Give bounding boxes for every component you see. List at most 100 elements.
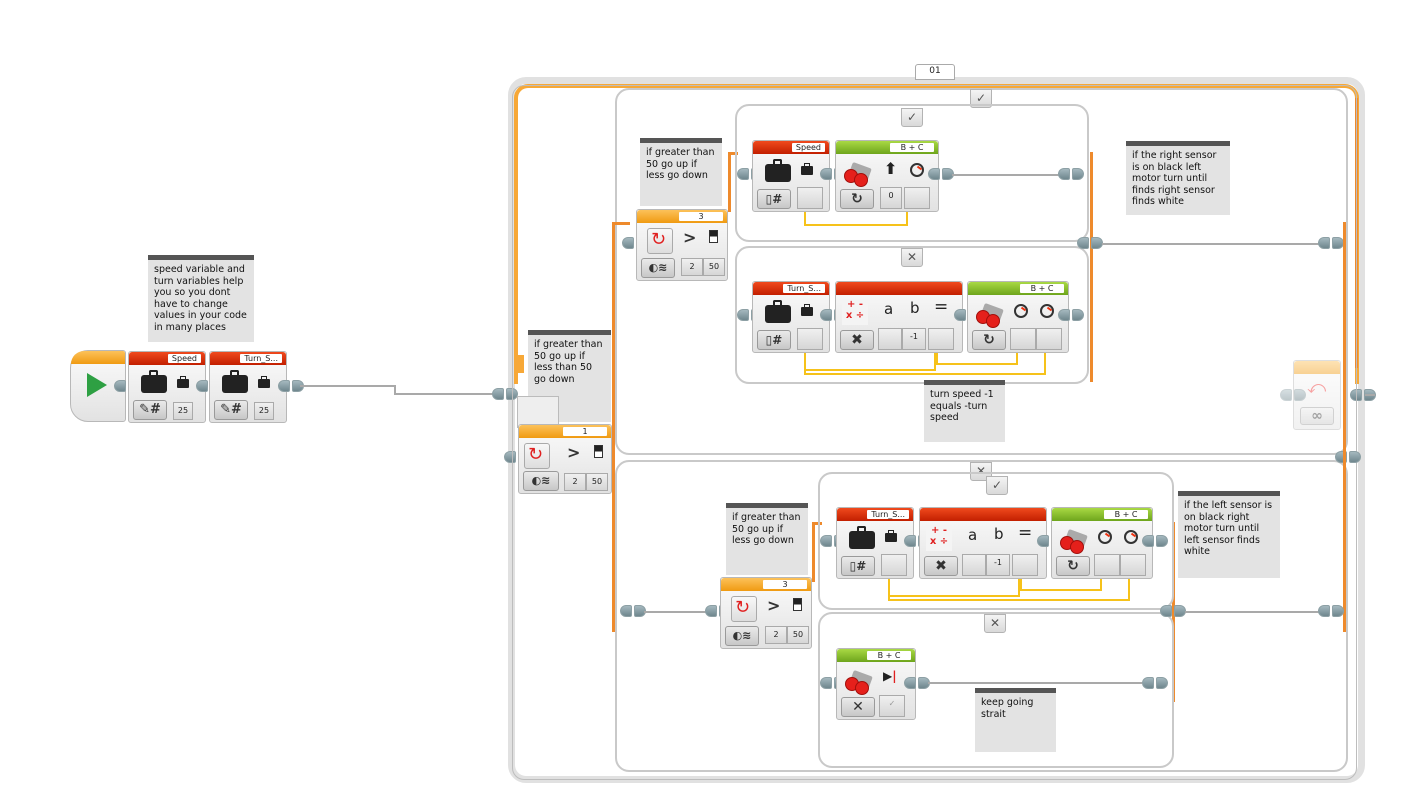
right-power-input[interactable] — [1120, 554, 1146, 576]
variable-block-speed[interactable]: Speed ✎# 25 — [128, 351, 206, 423]
case-plug[interactable] — [1160, 605, 1186, 617]
math-block[interactable]: + - x ÷ a b = ✖ -1 — [835, 281, 963, 353]
ports-selector[interactable]: B + C — [890, 143, 934, 152]
mode-selector-off[interactable]: ✕ — [841, 697, 875, 717]
ports-selector[interactable]: B + C — [1020, 284, 1064, 293]
comment-left-sensor[interactable]: if the left sensor is on black right mot… — [1178, 491, 1280, 578]
loop-mode-infinite[interactable]: ∞ — [1300, 407, 1334, 425]
variable-name[interactable]: Turn_S... — [867, 510, 909, 519]
case-tab-true[interactable]: ✓ — [986, 476, 1008, 495]
comment-turn-speed[interactable]: turn speed -1 equals -turn speed — [924, 380, 1005, 442]
comment-right-sensor[interactable]: if the right sensor is on black left mot… — [1126, 141, 1230, 215]
math-mode-multiply[interactable]: ✖ — [924, 556, 958, 576]
case-exit-plug[interactable] — [1318, 605, 1344, 617]
mode-selector[interactable]: ↻ — [840, 189, 874, 209]
math-mode-multiply[interactable]: ✖ — [840, 330, 874, 350]
left-power-input[interactable] — [1010, 328, 1036, 350]
math-block[interactable]: + - x ÷ a b = ✖ -1 — [919, 507, 1047, 579]
ports-selector[interactable]: B + C — [1104, 510, 1148, 519]
steering-value[interactable]: 0 — [880, 187, 902, 209]
mode-selector[interactable]: ▯# — [841, 556, 875, 576]
right-power-input[interactable] — [1036, 328, 1062, 350]
compare-type[interactable]: 2 — [564, 473, 586, 491]
value-input[interactable]: 25 — [173, 402, 193, 420]
mode-selector[interactable]: ◐≋ — [725, 626, 759, 646]
comment-variables[interactable]: speed variable and turn variables help y… — [148, 255, 254, 342]
play-icon[interactable] — [87, 373, 107, 397]
mode-selector[interactable]: ◐≋ — [523, 471, 559, 491]
port-selector[interactable]: 3 — [679, 212, 723, 221]
power-input[interactable] — [904, 187, 930, 209]
value-output[interactable] — [881, 554, 907, 576]
value-input[interactable]: 25 — [254, 402, 274, 420]
threshold-icon — [709, 230, 718, 243]
threshold-value[interactable]: 50 — [703, 258, 725, 276]
case-tab-false[interactable]: ✕ — [901, 248, 923, 267]
switch-block-lower[interactable]: 3 ↻ > ◐≋ 2 50 — [720, 577, 812, 649]
switch-block-outer[interactable]: 1 ↻ > ◐≋ 2 50 — [518, 424, 612, 494]
mode-selector[interactable]: ◐≋ — [641, 258, 675, 278]
loop-name-tab[interactable]: 01 — [915, 64, 955, 80]
value-output[interactable] — [797, 187, 823, 209]
brake-input[interactable]: ✓ — [879, 695, 905, 717]
mode-selector[interactable]: ✎# — [214, 400, 248, 420]
outer-switch-frame — [512, 85, 1357, 780]
input-b[interactable]: -1 — [986, 554, 1010, 576]
mode-selector[interactable]: ▯# — [757, 330, 791, 350]
switch-plug[interactable] — [492, 388, 518, 400]
variable-name[interactable]: Turn_S... — [240, 354, 282, 363]
threshold-value[interactable]: 50 — [787, 626, 809, 644]
steering-block-off[interactable]: B + C ▶| ✕ ✓ — [836, 648, 916, 720]
variable-block-turn-read[interactable]: Turn_S... ▯# — [752, 281, 830, 353]
left-power-input[interactable] — [1094, 554, 1120, 576]
ports-selector[interactable]: B + C — [867, 651, 911, 660]
variable-block-turn-read[interactable]: Turn_S... ▯# — [836, 507, 914, 579]
case-tab-false[interactable]: ✕ — [984, 614, 1006, 633]
mode-selector[interactable]: ↻ — [972, 330, 1006, 350]
variable-name[interactable]: Speed — [791, 143, 825, 152]
case-plug[interactable] — [1335, 451, 1361, 463]
variable-block-speed-read[interactable]: Speed ▯# — [752, 140, 830, 212]
variable-name[interactable]: Speed — [167, 354, 201, 363]
case-plug[interactable] — [1077, 237, 1103, 249]
sequence-plug[interactable] — [1058, 309, 1084, 321]
case-tab-true[interactable]: ✓ — [901, 108, 923, 127]
left-power-gauge-icon — [1014, 304, 1028, 318]
result-output[interactable] — [928, 328, 954, 350]
compare-type[interactable]: 2 — [681, 258, 703, 276]
tank-block[interactable]: B + C ↻ — [967, 281, 1069, 353]
input-a[interactable] — [878, 328, 902, 350]
briefcase-small-icon — [258, 376, 270, 388]
loop-plug[interactable] — [1280, 389, 1306, 401]
compare-type[interactable]: 2 — [765, 626, 787, 644]
tank-block[interactable]: B + C ↻ — [1051, 507, 1153, 579]
result-output[interactable] — [1012, 554, 1038, 576]
sequence-plug[interactable] — [928, 168, 954, 180]
variable-block-turn[interactable]: Turn_S... ✎# 25 — [209, 351, 287, 423]
case-plug[interactable] — [620, 605, 646, 617]
threshold-value[interactable]: 50 — [586, 473, 608, 491]
case-tab-true[interactable]: ✓ — [970, 89, 992, 108]
port-selector[interactable]: 1 — [563, 427, 607, 436]
input-b[interactable]: -1 — [902, 328, 926, 350]
comment-lower-switch[interactable]: if greater than 50 go up if less go down — [726, 503, 808, 575]
input-a[interactable] — [962, 554, 986, 576]
comment-keep-going[interactable]: keep going strait — [975, 688, 1056, 752]
value-output[interactable] — [797, 328, 823, 350]
mode-selector[interactable]: ↻ — [1056, 556, 1090, 576]
case-exit-plug[interactable] — [1318, 237, 1344, 249]
sequence-plug[interactable] — [1142, 535, 1168, 547]
case-exit-plug[interactable] — [1142, 677, 1168, 689]
mode-selector[interactable]: ✎# — [133, 400, 167, 420]
data-wire — [804, 353, 1046, 375]
case-exit-plug[interactable] — [1058, 168, 1084, 180]
color-sensor-icon: ↻ — [524, 443, 550, 469]
variable-name[interactable]: Turn_S... — [783, 284, 825, 293]
comment-upper-switch[interactable]: if greater than 50 go up if less go down — [640, 138, 722, 206]
switch-block-upper[interactable]: 3 ↻ > ◐≋ 2 50 — [636, 209, 728, 281]
sequence-plug[interactable] — [904, 677, 930, 689]
steering-block[interactable]: B + C ⬆ ↻ 0 — [835, 140, 939, 212]
mode-selector[interactable]: ▯# — [757, 189, 791, 209]
port-selector[interactable]: 3 — [763, 580, 807, 589]
loop-end-block[interactable]: ⤺ ∞ — [1293, 360, 1341, 430]
